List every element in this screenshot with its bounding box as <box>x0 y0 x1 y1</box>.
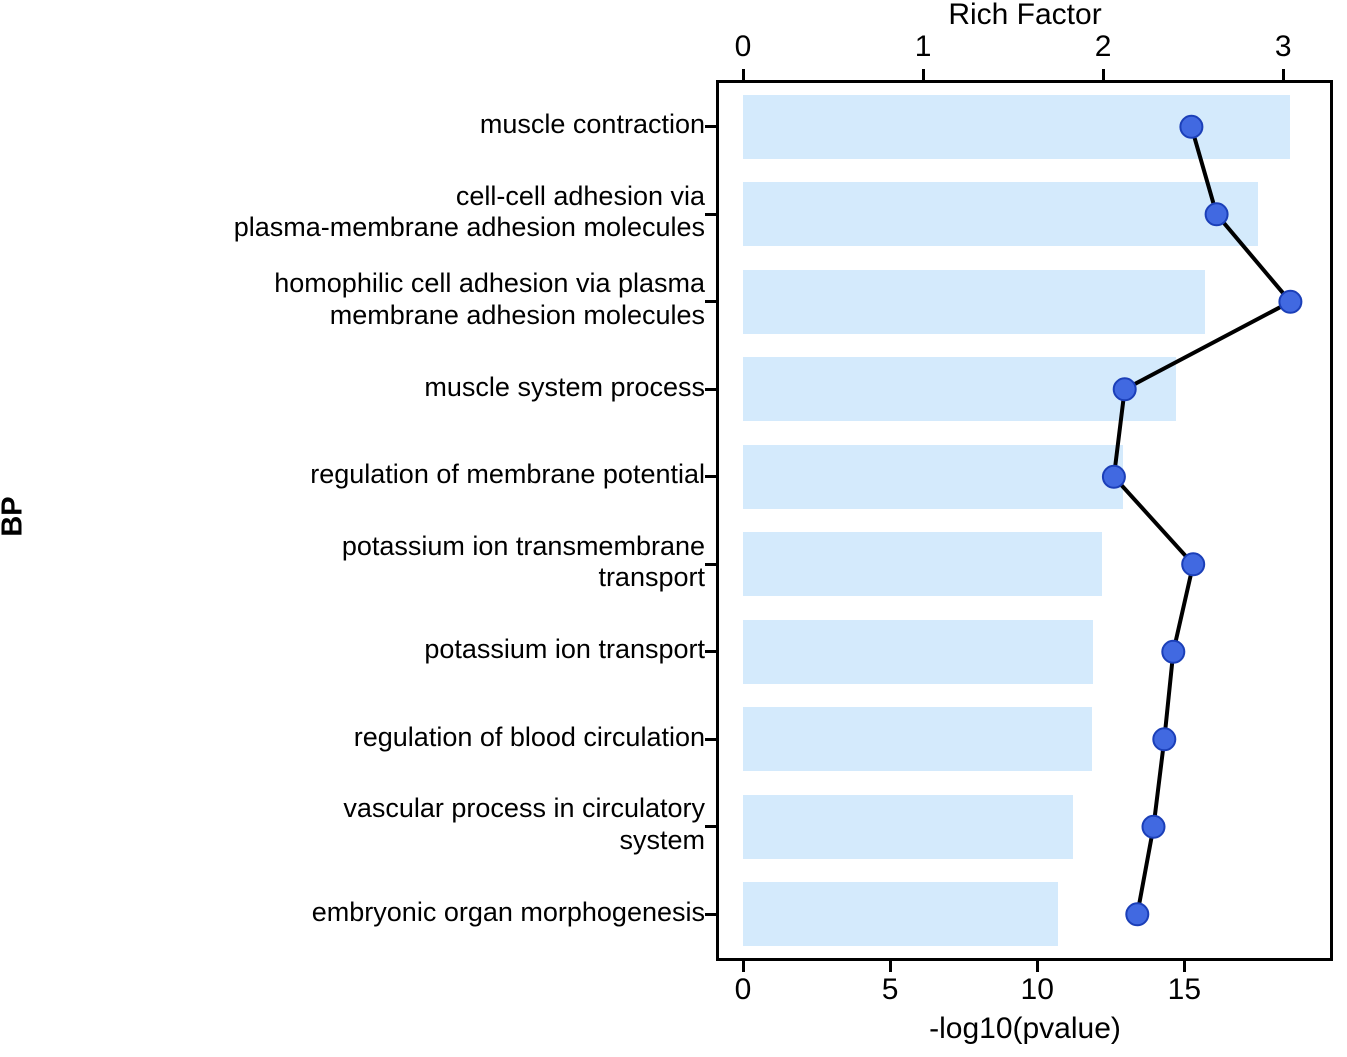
category-label: potassium ion transmembrane transport <box>341 530 705 593</box>
category-label: regulation of blood circulation <box>353 721 705 752</box>
category-tick-mark <box>705 912 716 916</box>
top-tick-label: 2 <box>1094 30 1112 63</box>
category-label: potassium ion transport <box>424 634 705 665</box>
rich-factor-point[interactable] <box>1141 814 1166 839</box>
top-tick-mark <box>1281 69 1285 80</box>
bottom-tick-mark <box>1035 961 1039 972</box>
bottom-tick-mark <box>888 961 892 972</box>
top-tick-label: 1 <box>914 30 932 63</box>
rich-factor-point[interactable] <box>1278 289 1303 314</box>
category-label: homophilic cell adhesion via plasma memb… <box>274 268 705 330</box>
top-tick-mark <box>1101 69 1105 80</box>
category-tick-mark <box>705 300 716 304</box>
bar <box>743 882 1058 947</box>
top-tick-mark <box>921 69 925 80</box>
bottom-tick-label: 10 <box>1020 973 1054 1006</box>
bottom-tick-label: 15 <box>1167 973 1202 1006</box>
bar <box>743 357 1176 422</box>
category-tick-mark <box>705 737 716 741</box>
bottom-tick-mark <box>741 961 745 972</box>
category-tick-mark <box>705 475 716 479</box>
bar <box>743 532 1102 597</box>
category-tick-mark <box>705 650 716 654</box>
category-label: muscle contraction <box>479 109 705 140</box>
rich-factor-point[interactable] <box>1161 639 1186 664</box>
category-label: cell-cell adhesion via plasma-membrane a… <box>233 180 705 243</box>
category-tick-mark <box>705 562 716 566</box>
category-label: regulation of membrane potential <box>310 459 705 490</box>
bar <box>743 794 1073 859</box>
category-label: embryonic organ morphogenesis <box>311 896 705 927</box>
rich-factor-point[interactable] <box>1181 552 1206 577</box>
top-tick-mark <box>741 69 745 80</box>
category-tick-mark <box>705 825 716 829</box>
category-label: muscle system process <box>424 371 705 402</box>
bottom-tick-mark <box>1182 961 1186 972</box>
bar <box>743 619 1094 684</box>
bar <box>743 269 1205 334</box>
category-tick-mark <box>705 212 716 216</box>
bottom-axis-title: -log10(pvalue) <box>929 1012 1121 1045</box>
rich-factor-point[interactable] <box>1125 902 1150 927</box>
category-tick-mark <box>705 387 716 391</box>
bar <box>743 444 1123 509</box>
bar <box>743 182 1258 247</box>
top-tick-label: 3 <box>1274 30 1292 63</box>
category-tick-mark <box>705 125 716 129</box>
top-tick-label: 0 <box>734 30 752 63</box>
rich-factor-point[interactable] <box>1152 727 1177 752</box>
bottom-tick-label: 0 <box>734 973 752 1006</box>
top-axis-title: Rich Factor <box>948 0 1102 31</box>
plot-area <box>716 80 1333 961</box>
category-label: vascular process in circulatory system <box>343 793 705 855</box>
bar <box>743 707 1092 772</box>
bottom-tick-label: 5 <box>881 973 899 1006</box>
bar <box>743 94 1291 159</box>
